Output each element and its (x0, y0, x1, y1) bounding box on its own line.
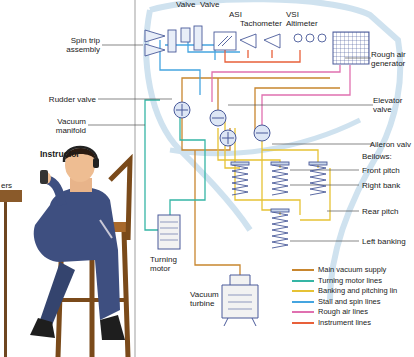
part-label: Bellows: (362, 152, 392, 161)
legend-text: Instrument lines (318, 318, 371, 328)
legend-swatch (292, 301, 314, 303)
part-label: Left banking (362, 237, 406, 246)
legend-text: Turning motor lines (318, 276, 382, 286)
part-label: ers (1, 181, 12, 190)
legend-swatch (292, 269, 314, 271)
bellows-symbol (310, 165, 326, 195)
part-label: Spin trip assembly (40, 36, 100, 54)
part-label: Valve (200, 0, 219, 9)
part-label: Rear pitch (362, 207, 398, 216)
part-label: VSI (286, 10, 299, 19)
bellows-symbol (272, 165, 288, 195)
legend-text: Main vacuum supply (318, 265, 386, 275)
part-label: Vacuum turbine (190, 290, 224, 308)
part-label: Tachometer (240, 19, 282, 28)
legend-text: Stall and spin lines (318, 297, 381, 307)
part-label: Instructor (40, 150, 80, 159)
part-label: Aileron valv (370, 140, 411, 149)
bellows-cap (271, 209, 289, 212)
part-label: Front pitch (362, 166, 400, 175)
legend-swatch (292, 311, 314, 313)
legend-text: Banking and pitching lin (318, 286, 397, 296)
part-label: Rough air generator (371, 50, 411, 68)
bellows-cap (309, 162, 327, 165)
part-label: Turning motor (150, 255, 190, 273)
legend-text: Rough air lines (318, 307, 368, 317)
part-label: Altimeter (286, 19, 318, 28)
legend-swatch (292, 322, 314, 324)
bellows-cap (271, 162, 289, 165)
legend-swatch (292, 280, 314, 282)
part-label: Rudder valve (40, 95, 96, 104)
part-label: ASI (229, 10, 242, 19)
bellows-symbol (272, 212, 288, 248)
part-label: Valve (176, 0, 195, 9)
part-label: Right bank (362, 181, 400, 190)
legend-swatch (292, 290, 314, 292)
part-label: Elevator valve (373, 96, 411, 114)
part-label: Vacuum manifold (40, 117, 86, 135)
bellows-cap (231, 162, 249, 165)
bellows-symbol (232, 165, 248, 195)
